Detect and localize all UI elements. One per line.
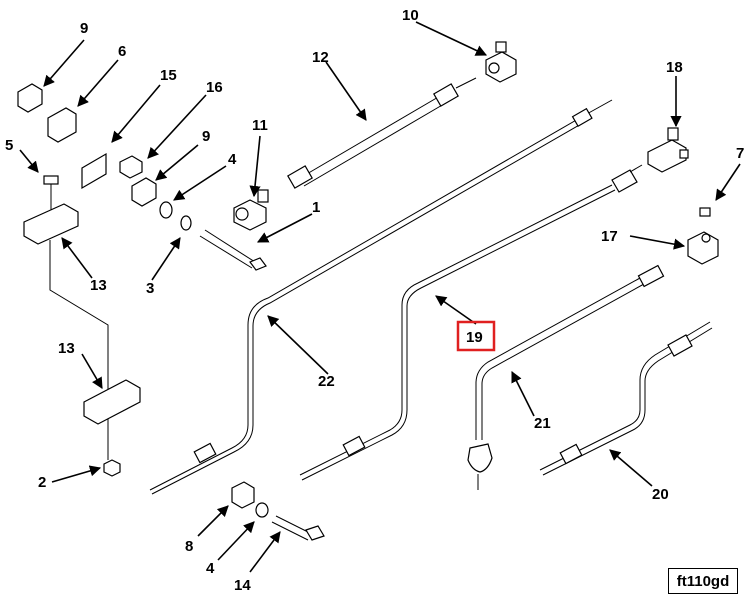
tube-19 [299,164,643,481]
callout-15: 15 [160,67,177,84]
callout-11: 11 [252,117,268,134]
callout-4-top: 4 [228,151,237,168]
callout-21: 21 [534,415,551,432]
leader-lines [19,21,741,573]
tube-22 [149,99,613,495]
callout-5: 5 [5,137,13,154]
callout-13-top: 13 [90,277,107,294]
tube-20 [539,321,713,476]
callout-22: 22 [318,373,335,390]
callout-14: 14 [234,577,251,594]
clamp-upper-13 [23,175,79,245]
tube-21 [467,264,665,490]
bolt-assembly-1 [159,201,267,271]
clamp-lower-13 [49,240,141,477]
callout-9-mid: 9 [202,128,210,145]
callout-18: 18 [666,59,683,76]
callout-20: 20 [652,486,669,503]
callout-10: 10 [402,7,419,24]
callout-17: 17 [601,228,618,245]
callout-6: 6 [118,43,126,60]
callout-3: 3 [146,280,154,297]
fitting-17 [687,207,719,265]
callout-16: 16 [206,79,223,96]
callout-4-bottom: 4 [206,560,215,577]
clip-bracket-assembly [17,83,157,207]
hose-12 [287,77,477,189]
elbow-10 [485,41,517,83]
figure-id-label: ft110gd [668,568,738,594]
elbow-11 [233,189,269,231]
clip-bolt-assembly-bottom [231,481,325,541]
callout-9-top: 9 [80,20,88,37]
callout-19: 19 [466,329,483,346]
callout-1: 1 [312,199,320,216]
callout-8: 8 [185,538,193,555]
callout-13-bottom: 13 [58,340,75,357]
callout-labels: 9 6 15 16 9 4 5 13 3 1 11 12 10 13 2 8 4… [5,7,744,594]
tee-18 [647,127,689,173]
callout-19-highlight: 19 [456,320,496,352]
highlight-box [456,320,496,352]
callout-12: 12 [312,49,329,66]
callout-7: 7 [736,145,744,162]
callout-2: 2 [38,474,46,491]
